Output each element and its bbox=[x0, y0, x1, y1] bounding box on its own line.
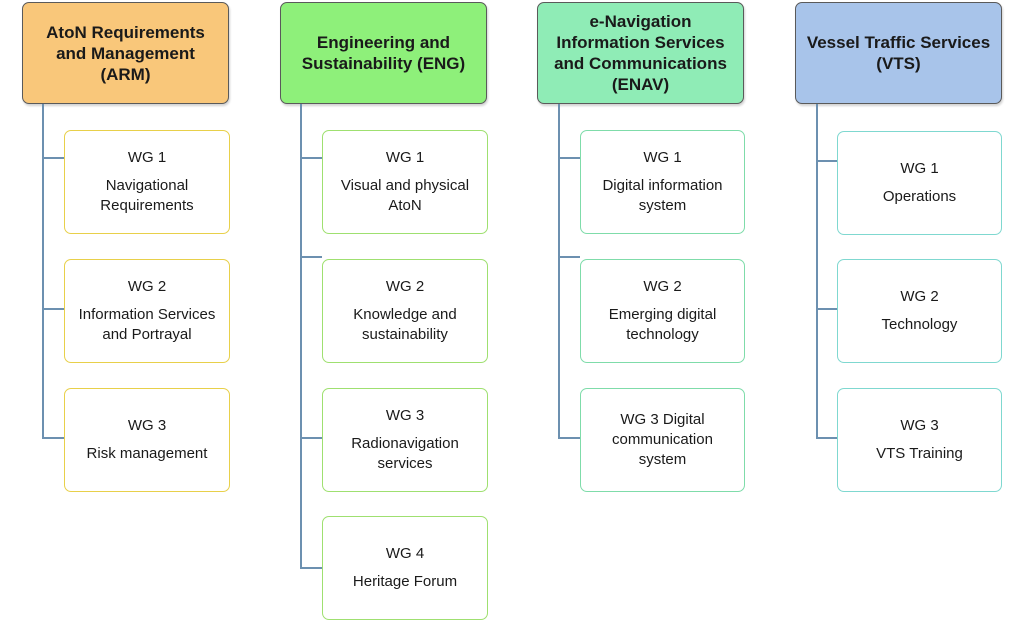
connector-branch bbox=[558, 256, 580, 258]
working-group-box: WG 1 Visual and physical AtoN bbox=[322, 130, 488, 234]
committee-header-eng: Engineering and Sustainability (ENG) bbox=[280, 2, 487, 104]
working-group-label: WG 2 bbox=[900, 288, 939, 305]
connector-trunk-arm bbox=[42, 104, 44, 439]
working-group-label: WG 3 bbox=[385, 407, 425, 424]
connector-branch bbox=[42, 308, 64, 310]
working-group-box: WG 2 Emerging digital technology bbox=[580, 259, 745, 363]
working-group-label: WG 2 bbox=[127, 278, 167, 295]
working-group-label: WG 2 bbox=[385, 278, 425, 295]
working-group-label: WG 3 bbox=[127, 417, 167, 434]
working-group-title: VTS Training bbox=[876, 445, 963, 462]
connector-trunk-vts bbox=[816, 104, 818, 439]
working-group-title: Information Services and Portrayal bbox=[78, 306, 216, 343]
working-group-label: WG 1 bbox=[127, 149, 167, 166]
working-group-title: Risk management bbox=[86, 445, 208, 462]
connector-branch bbox=[42, 157, 64, 159]
working-group-box: WG 2 Technology bbox=[837, 259, 1002, 363]
working-group-box: WG 1 Digital information system bbox=[580, 130, 745, 234]
working-group-title: Radionavigation services bbox=[351, 435, 459, 472]
committee-header-arm: AtoN Requirements and Management (ARM) bbox=[22, 2, 229, 104]
working-group-box: WG 2 Information Services and Portrayal bbox=[64, 259, 230, 363]
working-group-title: Visual and physical AtoN bbox=[340, 177, 470, 214]
working-group-title: Knowledge and sustainability bbox=[353, 306, 457, 343]
connector-branch bbox=[558, 437, 580, 439]
working-group-label: WG 1 bbox=[643, 149, 682, 166]
working-group-label: WG 3 bbox=[900, 417, 939, 434]
connector-branch bbox=[816, 437, 837, 439]
working-group-box: WG 3 Digital communication system bbox=[580, 388, 745, 492]
working-group-box: WG 1 Operations bbox=[837, 131, 1002, 235]
working-group-label: WG 3 Digital communication system bbox=[612, 411, 713, 468]
connector-branch bbox=[558, 157, 580, 159]
connector-branch bbox=[300, 256, 322, 258]
connector-branch bbox=[300, 567, 322, 569]
committee-header-vts: Vessel Traffic Services (VTS) bbox=[795, 2, 1002, 104]
working-group-box: WG 3 Risk management bbox=[64, 388, 230, 492]
connector-branch bbox=[300, 437, 322, 439]
working-group-box: WG 3 Radionavigation services bbox=[322, 388, 488, 492]
connector-trunk-eng bbox=[300, 104, 302, 569]
committee-header-enav: e-Navigation Information Services and Co… bbox=[537, 2, 744, 104]
working-group-box: WG 3 VTS Training bbox=[837, 388, 1002, 492]
working-group-label: WG 1 bbox=[900, 160, 939, 177]
working-group-label: WG 2 bbox=[643, 278, 682, 295]
working-group-title: Heritage Forum bbox=[352, 573, 458, 590]
working-group-title: Technology bbox=[881, 316, 958, 333]
connector-branch bbox=[816, 160, 837, 162]
connector-trunk-enav bbox=[558, 104, 560, 439]
connector-branch bbox=[42, 437, 64, 439]
connector-branch bbox=[816, 308, 837, 310]
working-group-box: WG 1 Navigational Requirements bbox=[64, 130, 230, 234]
working-group-label: WG 4 bbox=[385, 545, 425, 562]
working-group-title: Digital information system bbox=[602, 177, 723, 214]
working-group-box: WG 4 Heritage Forum bbox=[322, 516, 488, 620]
working-group-title: Navigational Requirements bbox=[100, 177, 194, 214]
working-group-label: WG 1 bbox=[385, 149, 425, 166]
working-group-title: Emerging digital technology bbox=[608, 306, 717, 343]
connector-branch bbox=[300, 157, 322, 159]
working-group-box: WG 2 Knowledge and sustainability bbox=[322, 259, 488, 363]
working-group-title: Operations bbox=[882, 188, 957, 205]
